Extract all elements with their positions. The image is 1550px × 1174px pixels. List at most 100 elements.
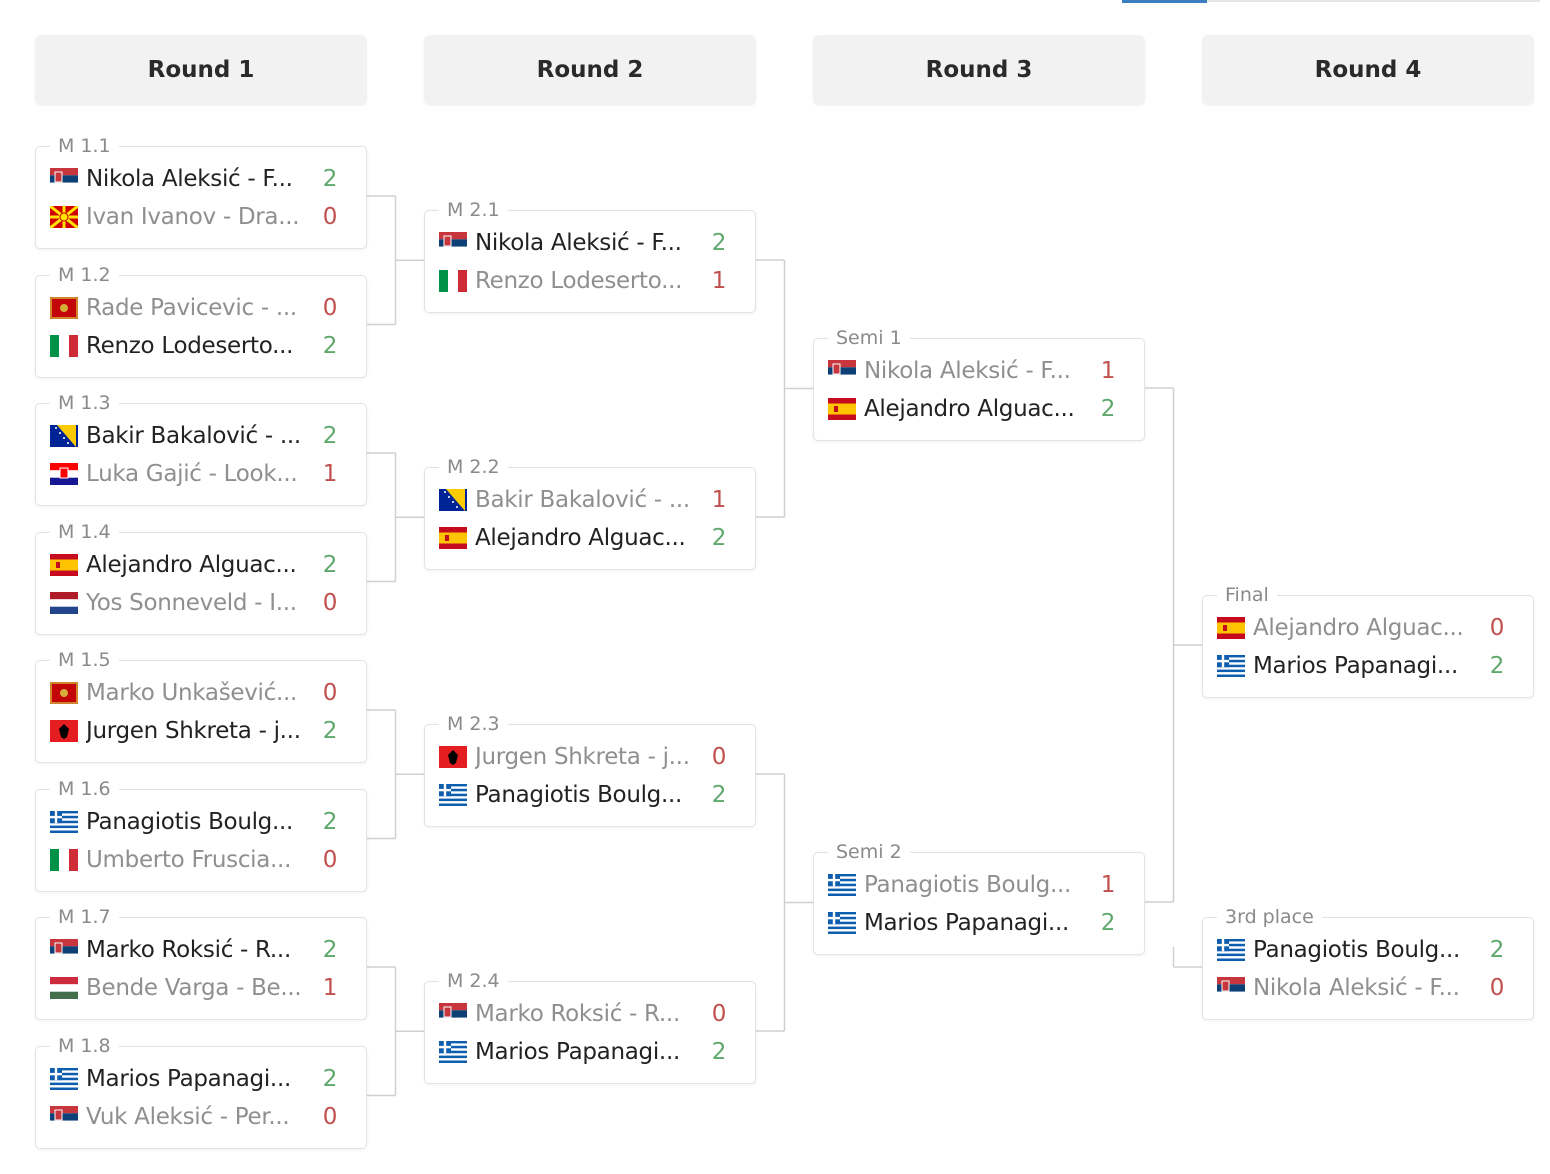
player-name: Marios Papanagi... <box>475 1039 680 1065</box>
flag-hu-icon <box>50 977 78 999</box>
match-label: M 2.4 <box>439 969 508 993</box>
player-row[interactable]: Jurgen Shkreta - j... 0 <box>439 740 741 774</box>
match-label: M 1.3 <box>50 391 119 415</box>
player-row[interactable]: Marko Roksić - R...2 <box>50 933 352 967</box>
player-score: 0 <box>322 294 338 321</box>
player-row[interactable]: Marko Roksić - R...0 <box>439 997 741 1031</box>
player-name: Bakir Bakalović - ... <box>86 423 301 449</box>
player-row[interactable]: Marios Papanagi... 2 <box>439 1035 741 1069</box>
player-row[interactable]: Panagiotis Boulg...2 <box>1217 933 1519 967</box>
player-name: Vuk Aleksić - Per... <box>86 1103 290 1130</box>
player-row[interactable]: Nikola Aleksić - F...2 <box>439 226 741 260</box>
flag-rs-icon <box>439 232 467 254</box>
player-row[interactable]: Ivan Ivanov - Dra...0 <box>50 200 352 234</box>
player-row[interactable]: Panagiotis Boulg...1 <box>828 868 1130 902</box>
round-header-4[interactable]: Round 4 <box>1202 35 1534 105</box>
match-label: Semi 1 <box>828 326 910 350</box>
player-row[interactable]: Bakir Bakalović - ...1 <box>439 483 741 517</box>
round-header-1[interactable]: Round 1 <box>35 35 367 105</box>
player-row[interactable]: Renzo Lodeserto... 2 <box>50 329 352 363</box>
flag-nl-icon <box>50 591 78 614</box>
player-name: Jurgen Shkreta - j... <box>475 744 690 770</box>
player-row[interactable]: Alejandro Alguac...2 <box>50 548 352 582</box>
player-score: 2 <box>322 718 338 744</box>
flag-rs-icon <box>50 168 78 190</box>
flag-gr-icon <box>828 912 856 934</box>
player-score: 2 <box>322 332 338 359</box>
flag-ba-icon <box>50 425 78 447</box>
player-name: Marko Roksić - R... <box>475 1001 680 1027</box>
flag-al-icon <box>439 746 467 768</box>
player-name: Bende Varga - Be... <box>86 975 301 1001</box>
player-name: Panagiotis Boulg... <box>864 872 1072 898</box>
round-header-3[interactable]: Round 3 <box>813 35 1145 105</box>
flag-rs-icon <box>50 939 78 961</box>
player-row[interactable]: Alejandro Alguac...2 <box>439 521 741 555</box>
player-row[interactable]: Marios Papanagi...2 <box>828 906 1130 940</box>
player-score: 2 <box>711 230 727 256</box>
player-score: 0 <box>1489 615 1505 641</box>
player-name: Ivan Ivanov - Dra... <box>86 204 300 230</box>
flag-gr-icon <box>1217 939 1245 961</box>
player-row[interactable]: Alejandro Alguac...2 <box>828 392 1130 426</box>
player-row[interactable]: Nikola Aleksić - F...2 <box>50 162 352 196</box>
player-row[interactable]: Vuk Aleksić - Per...0 <box>50 1100 352 1134</box>
player-row[interactable]: Marko Unkašević...0 <box>50 676 352 710</box>
flag-al-icon <box>50 720 78 742</box>
player-row[interactable]: Yos Sonneveld - I...0 <box>50 586 352 620</box>
player-row[interactable]: Nikola Aleksić - F...1 <box>828 354 1130 388</box>
flag-es-icon <box>439 527 467 549</box>
player-name: Alejandro Alguac... <box>475 525 686 551</box>
player-row[interactable]: Panagiotis Boulg...2 <box>439 778 741 812</box>
flag-rs-icon <box>439 1003 467 1025</box>
flag-gr-icon <box>1217 655 1245 677</box>
player-row[interactable]: Renzo Lodeserto...1 <box>439 264 741 298</box>
player-row[interactable]: Bakir Bakalović - ... 2 <box>50 419 352 453</box>
player-score: 0 <box>322 846 338 873</box>
player-row[interactable]: Luka Gajić - Look...1 <box>50 457 352 491</box>
match-label: M 1.5 <box>50 648 119 672</box>
player-name: Bakir Bakalović - ... <box>475 487 690 513</box>
player-score: 2 <box>1489 937 1505 963</box>
match-label: 3rd place <box>1217 905 1322 929</box>
player-score: 1 <box>322 461 338 487</box>
flag-hr-icon <box>50 463 78 485</box>
player-name: Renzo Lodeserto... <box>86 332 294 359</box>
player-row[interactable]: Marios Papanagi...2 <box>1217 649 1519 683</box>
player-row[interactable]: Jurgen Shkreta - j...2 <box>50 714 352 748</box>
round-header-2[interactable]: Round 2 <box>424 35 756 105</box>
player-row[interactable]: Rade Pavicevic - ...0 <box>50 291 352 325</box>
player-row[interactable]: Panagiotis Boulg...2 <box>50 805 352 839</box>
player-row[interactable]: Bende Varga - Be...1 <box>50 971 352 1005</box>
player-name: Umberto Fruscia... <box>86 846 292 873</box>
player-name: Marios Papanagi... <box>1253 653 1458 679</box>
player-row[interactable]: Alejandro Alguac...0 <box>1217 611 1519 645</box>
player-row[interactable]: Nikola Aleksić - F...0 <box>1217 971 1519 1005</box>
match-label: M 1.6 <box>50 776 119 801</box>
player-name: Nikola Aleksić - F... <box>86 166 293 192</box>
player-score: 2 <box>322 423 338 449</box>
player-score: 0 <box>711 744 727 770</box>
player-row[interactable]: Umberto Fruscia... 0 <box>50 843 352 877</box>
flag-it-icon <box>439 270 467 292</box>
player-row[interactable]: Marios Papanagi...2 <box>50 1062 352 1096</box>
player-score: 2 <box>711 1039 727 1065</box>
player-name: Panagiotis Boulg... <box>475 782 683 808</box>
player-name: Panagiotis Boulg... <box>86 808 294 835</box>
